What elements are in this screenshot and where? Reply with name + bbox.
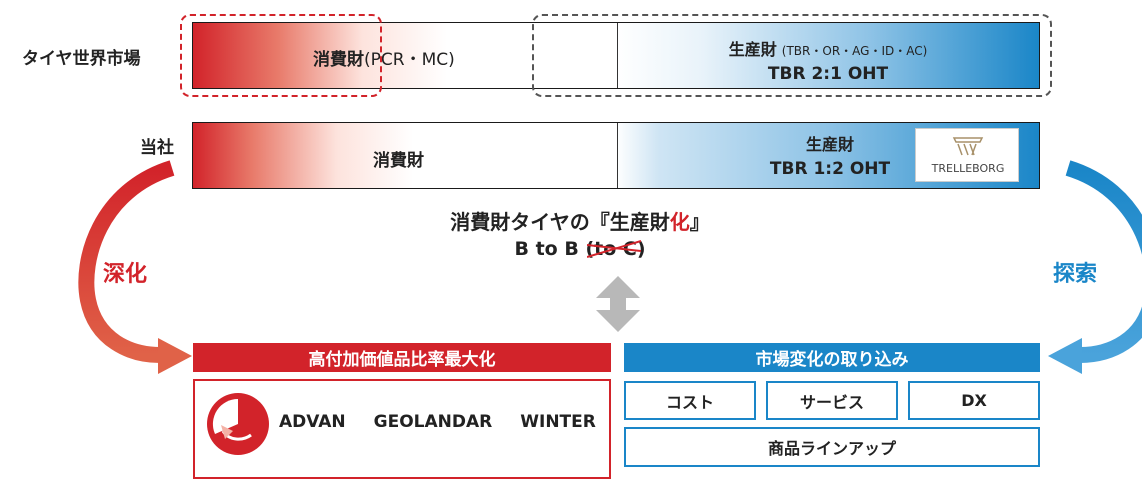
center-title-suffix: 』 <box>689 210 710 234</box>
company-producer-title: 生産財 <box>805 135 854 154</box>
right-item-service: サービス <box>766 381 898 420</box>
brand-winter: WINTER <box>520 412 596 432</box>
trelleborg-logo-icon <box>952 137 984 156</box>
market-producer-text: 生産財 <box>728 40 777 59</box>
brand-list: ADVAN GEOLANDAR WINTER <box>279 412 596 432</box>
trelleborg-logo: TRELLEBORG <box>915 128 1019 182</box>
company-row-label: 当社 <box>140 138 174 158</box>
curved-arrow-left-icon <box>78 160 192 374</box>
company-bar <box>192 122 1040 189</box>
right-item-dx: DX <box>908 381 1040 420</box>
market-producer-title: 生産財 (TBR・OR・AG・ID・AC) <box>618 36 1038 60</box>
consumer-highlight-frame <box>180 14 382 97</box>
center-title-prefix: 消費財タイヤの『生産財 <box>450 210 670 234</box>
right-side-label: 探索 <box>1053 262 1098 287</box>
producer-highlight-frame <box>532 14 1052 97</box>
market-consumer-label: 消費財(PCR・MC) <box>313 45 455 70</box>
trelleborg-logo-text: TRELLEBORG <box>931 162 1005 175</box>
left-panel-box: ADVAN GEOLANDAR WINTER <box>193 379 611 479</box>
center-subtitle: B to B (to C ) <box>440 238 720 260</box>
pie-growth-icon <box>207 393 269 455</box>
market-consumer-text: 消費財 <box>313 50 364 70</box>
market-consumer-sub: (PCR・MC) <box>364 50 455 70</box>
center-subtitle-suffix: ) <box>636 238 646 260</box>
double-arrow-icon <box>596 276 640 332</box>
market-producer-block: 生産財 (TBR・OR・AG・ID・AC) TBR 2:1 OHT <box>618 36 1038 84</box>
right-item-lineup: 商品ラインアップ <box>624 427 1040 467</box>
company-producer-ratio: TBR 1:2 OHT <box>769 159 891 179</box>
company-consumer-label: 消費財 <box>373 151 424 171</box>
market-producer-sub: (TBR・OR・AG・ID・AC) <box>781 44 928 58</box>
right-item-cost: コスト <box>624 381 756 420</box>
curved-arrow-right-icon <box>1048 160 1142 374</box>
center-title-highlight: 化 <box>669 210 690 234</box>
center-title: 消費財タイヤの『生産財化』 <box>400 206 760 235</box>
right-panel-header: 市場変化の取り込み <box>624 343 1040 372</box>
left-panel-header: 高付加価値品比率最大化 <box>193 343 611 372</box>
center-subtitle-strike: (to C <box>585 238 642 260</box>
market-divider <box>617 23 618 88</box>
center-subtitle-prefix: B to B <box>514 238 586 260</box>
market-row-label: タイヤ世界市場 <box>22 49 141 69</box>
company-producer-block: 生産財 TBR 1:2 OHT <box>740 131 920 179</box>
market-producer-ratio: TBR 2:1 OHT <box>767 64 889 84</box>
left-side-label: 深化 <box>103 262 148 287</box>
brand-advan: ADVAN <box>279 412 346 432</box>
company-divider <box>617 123 618 188</box>
market-bar <box>192 22 1040 89</box>
brand-geolandar: GEOLANDAR <box>373 412 493 432</box>
strike-cross-icon <box>587 240 642 258</box>
